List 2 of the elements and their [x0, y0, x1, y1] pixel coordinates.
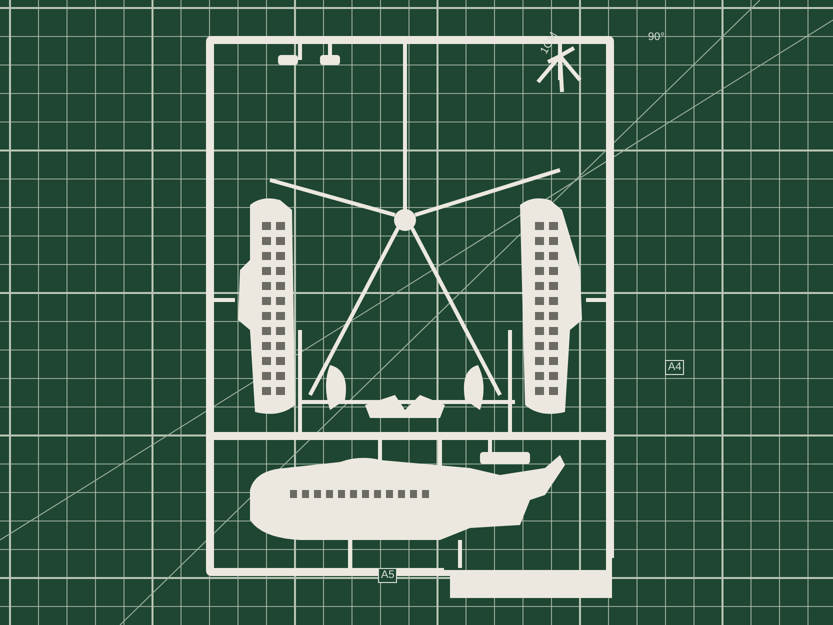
grid-reference: A5 [378, 568, 398, 583]
grid-reference: A4 [665, 360, 684, 375]
